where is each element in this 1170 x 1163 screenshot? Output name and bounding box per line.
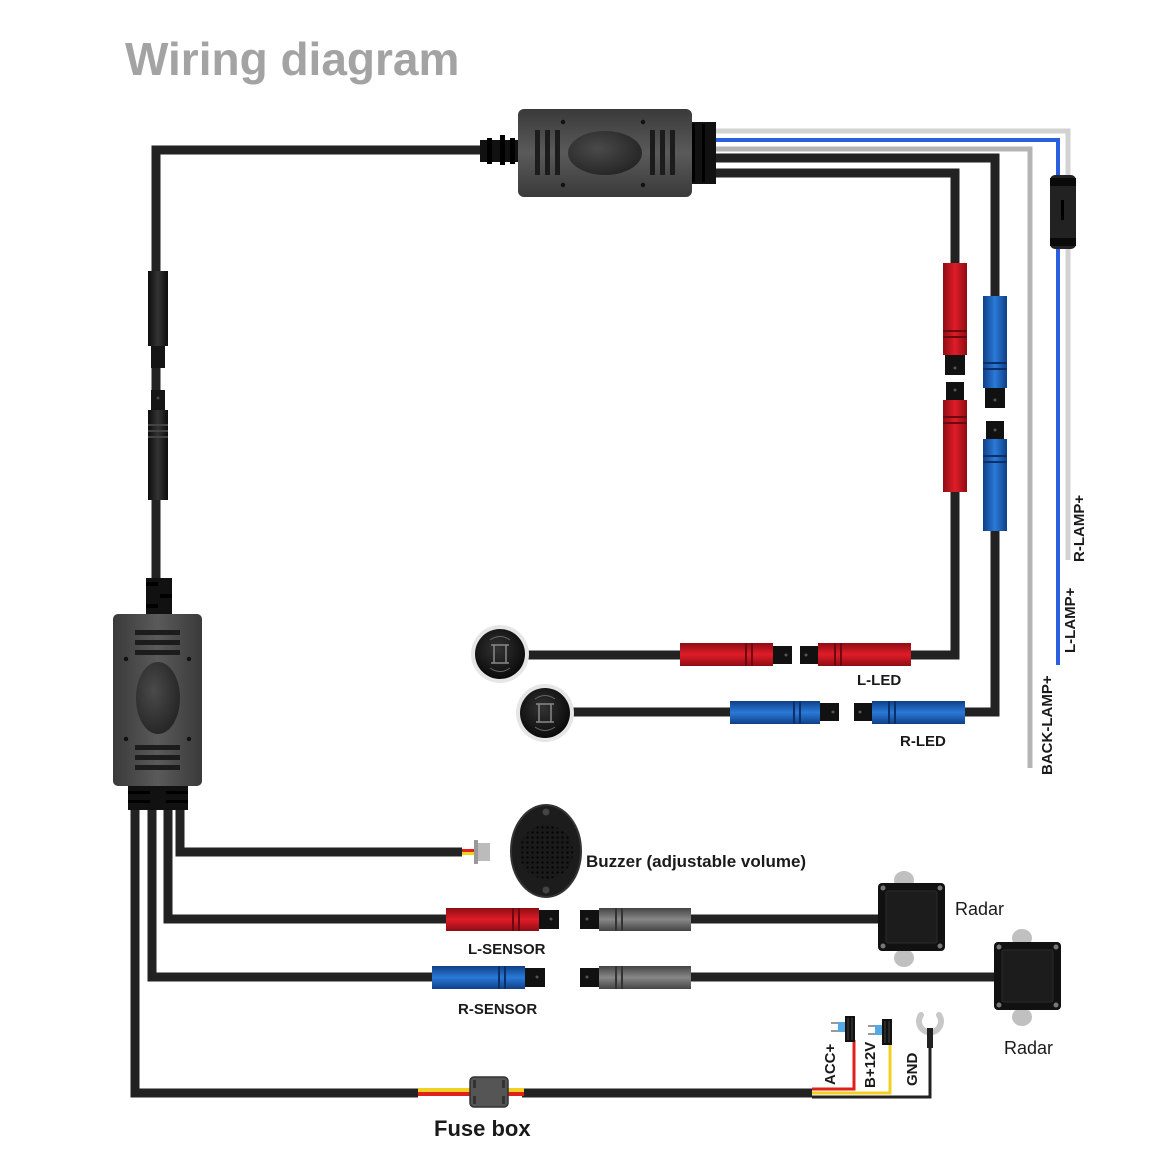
radar-1-label: Radar (955, 899, 1004, 919)
gnd-label: GND (904, 1053, 921, 1087)
b12v-label: B+12V (862, 1042, 879, 1088)
r-led-connector-pair (730, 701, 965, 724)
ground-ring-terminal-icon (916, 1012, 944, 1048)
r-led-wire-lower (960, 530, 1000, 717)
r-sensor-label: R-SENSOR (458, 1001, 537, 1018)
fuse-leads (418, 1088, 524, 1096)
acc-label: ACC+ (822, 1044, 839, 1085)
main-control-module (113, 578, 202, 810)
l-led-vertical-connector-pair (943, 263, 967, 492)
radar-2-label: Radar (1004, 1038, 1053, 1058)
wires (130, 128, 1071, 1098)
r-led-indicator (516, 684, 574, 742)
buzzer-label: Buzzer (adjustable volume) (586, 852, 806, 871)
l-sensor-label: L-SENSOR (468, 941, 546, 958)
fuse-box (469, 1076, 509, 1108)
lamp-inline-connector (1050, 175, 1076, 249)
fuse-box-label: Fuse box (434, 1116, 531, 1141)
trunk-wire (151, 145, 500, 590)
l-led-wire-upper (715, 168, 960, 265)
r-led-vertical-connector-pair (983, 296, 1007, 531)
diagram-title: Wiring diagram (125, 33, 459, 85)
r-lamp-label: R-LAMP+ (1071, 495, 1088, 562)
buzzer-wire (175, 790, 462, 857)
l-led-connector-pair (680, 643, 911, 666)
back-lamp-wire (715, 146, 1033, 768)
trunk-connector-pair (148, 271, 168, 500)
b12v-fuse-tap-icon (868, 1019, 892, 1045)
buzzer (462, 804, 582, 898)
radar-sensor-2 (994, 929, 1061, 1026)
acc-fuse-tap-icon (831, 1016, 855, 1042)
power-wire (130, 790, 418, 1098)
l-led-wire-lower (905, 490, 960, 660)
l-led-indicator (471, 625, 529, 683)
l-lamp-label: L-LAMP+ (1062, 587, 1079, 653)
back-lamp-label: BACK-LAMP+ (1039, 675, 1056, 775)
l-sensor-wire (163, 790, 448, 924)
l-sensor-connector-pair (446, 908, 691, 931)
l-lamp-wire (715, 138, 1060, 665)
radar-sensor-1 (878, 871, 945, 967)
r-led-wire-upper (715, 153, 1000, 300)
power-branch (812, 1012, 944, 1099)
r-sensor-connector-pair (432, 966, 691, 989)
r-led-label: R-LED (900, 733, 946, 750)
l-led-label: L-LED (857, 672, 901, 689)
r-sensor-wire (147, 790, 434, 982)
r-lamp-wire (715, 128, 1071, 560)
top-control-module (480, 109, 716, 197)
